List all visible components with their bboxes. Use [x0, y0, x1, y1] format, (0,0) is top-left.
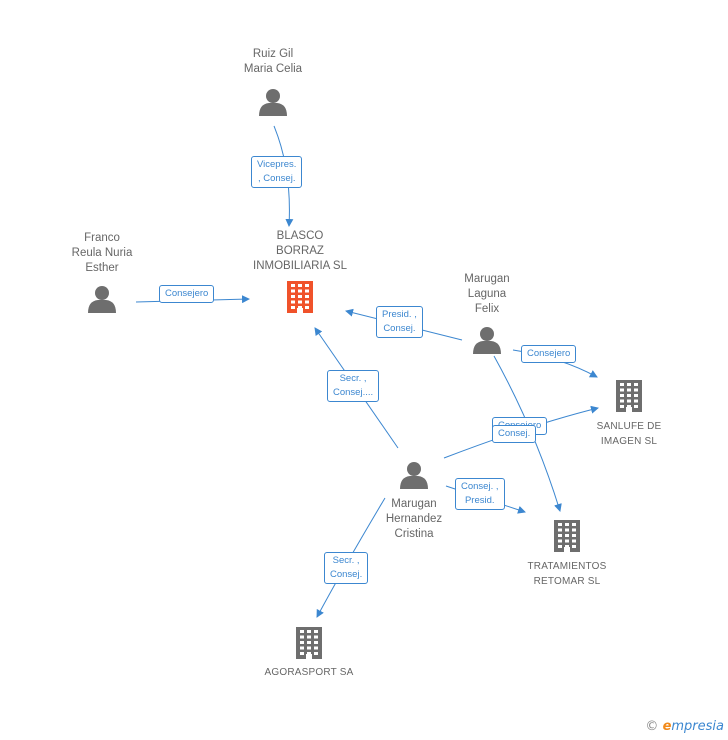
- building-icon-blasco[interactable]: [287, 281, 313, 313]
- node-label-marugan_hernandez[interactable]: Marugan Hernandez Cristina: [385, 498, 443, 540]
- node-label-agorasport[interactable]: AGORASPORT SA: [264, 667, 354, 678]
- person-icon-marugan_hernandez[interactable]: [400, 462, 428, 489]
- icons-layer: [88, 89, 642, 659]
- empresia-watermark: © empresia: [645, 719, 724, 734]
- node-label-ruiz[interactable]: Ruiz Gil Maria Celia: [243, 48, 303, 75]
- person-icon-ruiz[interactable]: [259, 89, 287, 116]
- node-label-tratamientos[interactable]: TRATAMIENTOS RETOMAR SL: [527, 561, 607, 587]
- building-icon-tratamientos[interactable]: [554, 520, 580, 552]
- edge-label-franco-to-blasco[interactable]: Consejero: [159, 285, 215, 303]
- node-label-marugan_laguna[interactable]: Marugan Laguna Felix: [464, 273, 510, 315]
- copyright-symbol: ©: [645, 719, 659, 734]
- person-icon-marugan_laguna[interactable]: [473, 327, 501, 354]
- edge-label-marugan_hernandez-to-agorasport[interactable]: Secr. , Consej.: [324, 552, 369, 584]
- brand-e: e: [662, 719, 672, 734]
- person-icon-franco[interactable]: [88, 286, 116, 313]
- edge-label-marugan_hernandez-to-tratamientos[interactable]: Consej. , Presid.: [455, 478, 505, 510]
- building-icon-sanlufe[interactable]: [616, 380, 642, 412]
- brand-rest: mpresia: [671, 719, 724, 734]
- edge-label-marugan_hernandez-to-blasco[interactable]: Secr. , Consej....: [327, 370, 380, 402]
- node-label-sanlufe[interactable]: SANLUFE DE IMAGEN SL: [596, 421, 662, 447]
- node-label-franco[interactable]: Franco Reula Nuria Esther: [71, 232, 133, 274]
- edge-label-marugan_laguna-to-sanlufe[interactable]: Consejero: [521, 345, 577, 363]
- edge-label-marugan_laguna-to-blasco[interactable]: Presid. , Consej.: [376, 306, 423, 338]
- edge-label-marugan_hernandez-to-sanlufe[interactable]: Consej.: [492, 425, 537, 443]
- edge-label-ruiz-to-blasco[interactable]: Vicepres. , Consej.: [251, 156, 303, 188]
- building-icon-agorasport[interactable]: [296, 627, 322, 659]
- node-label-blasco[interactable]: BLASCO BORRAZ INMOBILIARIA SL: [253, 230, 347, 272]
